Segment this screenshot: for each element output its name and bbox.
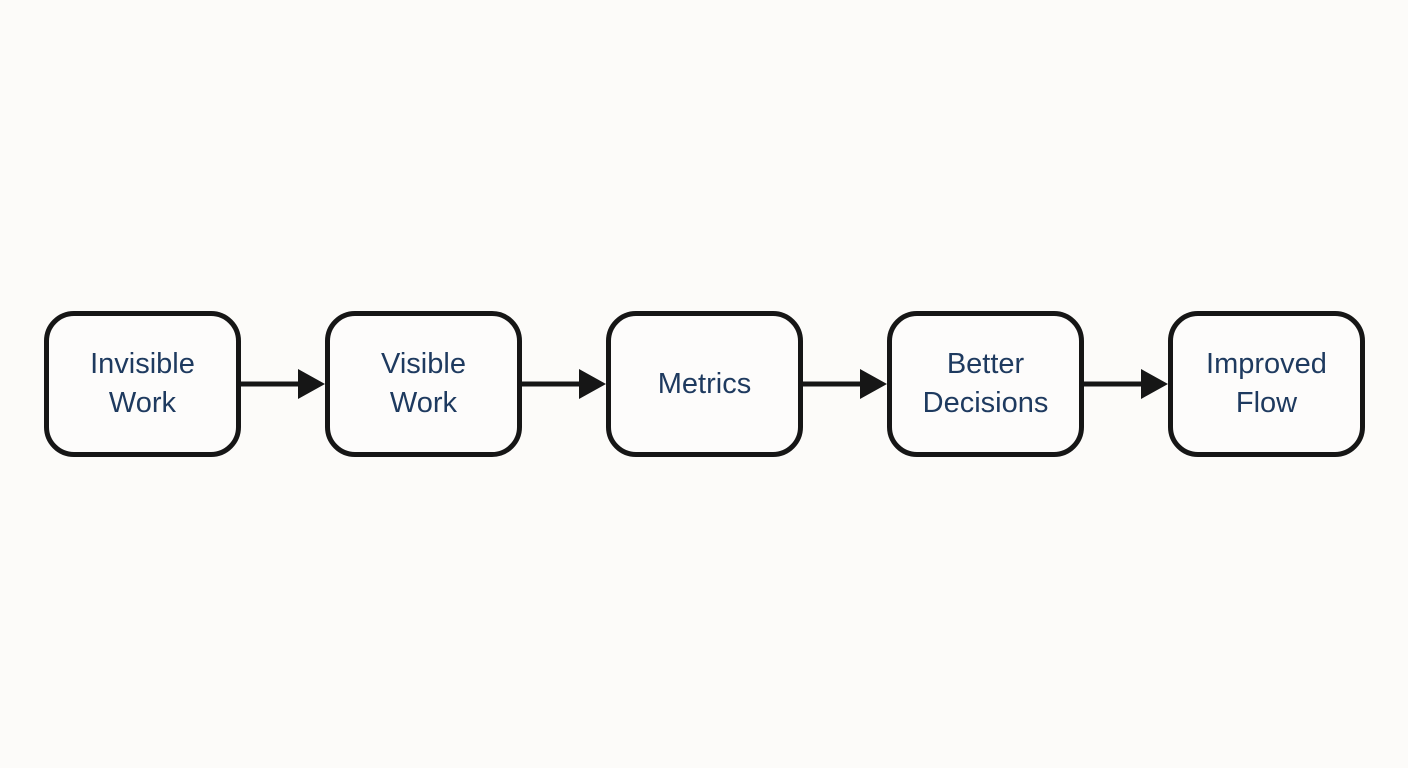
flow-node-metrics: Metrics [606,311,803,457]
node-label-line: Decisions [922,387,1049,419]
node-label-line: Invisible [90,348,195,380]
node-label-line: Visible [381,348,466,380]
arrow-right-icon [1084,369,1168,399]
node-label-line: Work [389,387,458,419]
node-label-line: Metrics [657,367,752,400]
node-label-line: Better [946,348,1025,380]
flow-node-improved-flow: Improved Flow [1168,311,1365,457]
arrow-right-icon [522,369,606,399]
flow-node-better-decisions: Better Decisions [887,311,1084,457]
node-label-line: Improved [1206,348,1327,380]
flow-node-visible-work: Visible Work [325,311,522,457]
flowchart-row: Invisible Work Visible Work Metrics Bett… [44,311,1365,457]
arrow-right-icon [241,369,325,399]
arrow-right-icon [803,369,887,399]
node-label-line: Flow [1235,387,1298,419]
flow-node-invisible-work: Invisible Work [44,311,241,457]
node-label-line: Work [108,387,177,419]
